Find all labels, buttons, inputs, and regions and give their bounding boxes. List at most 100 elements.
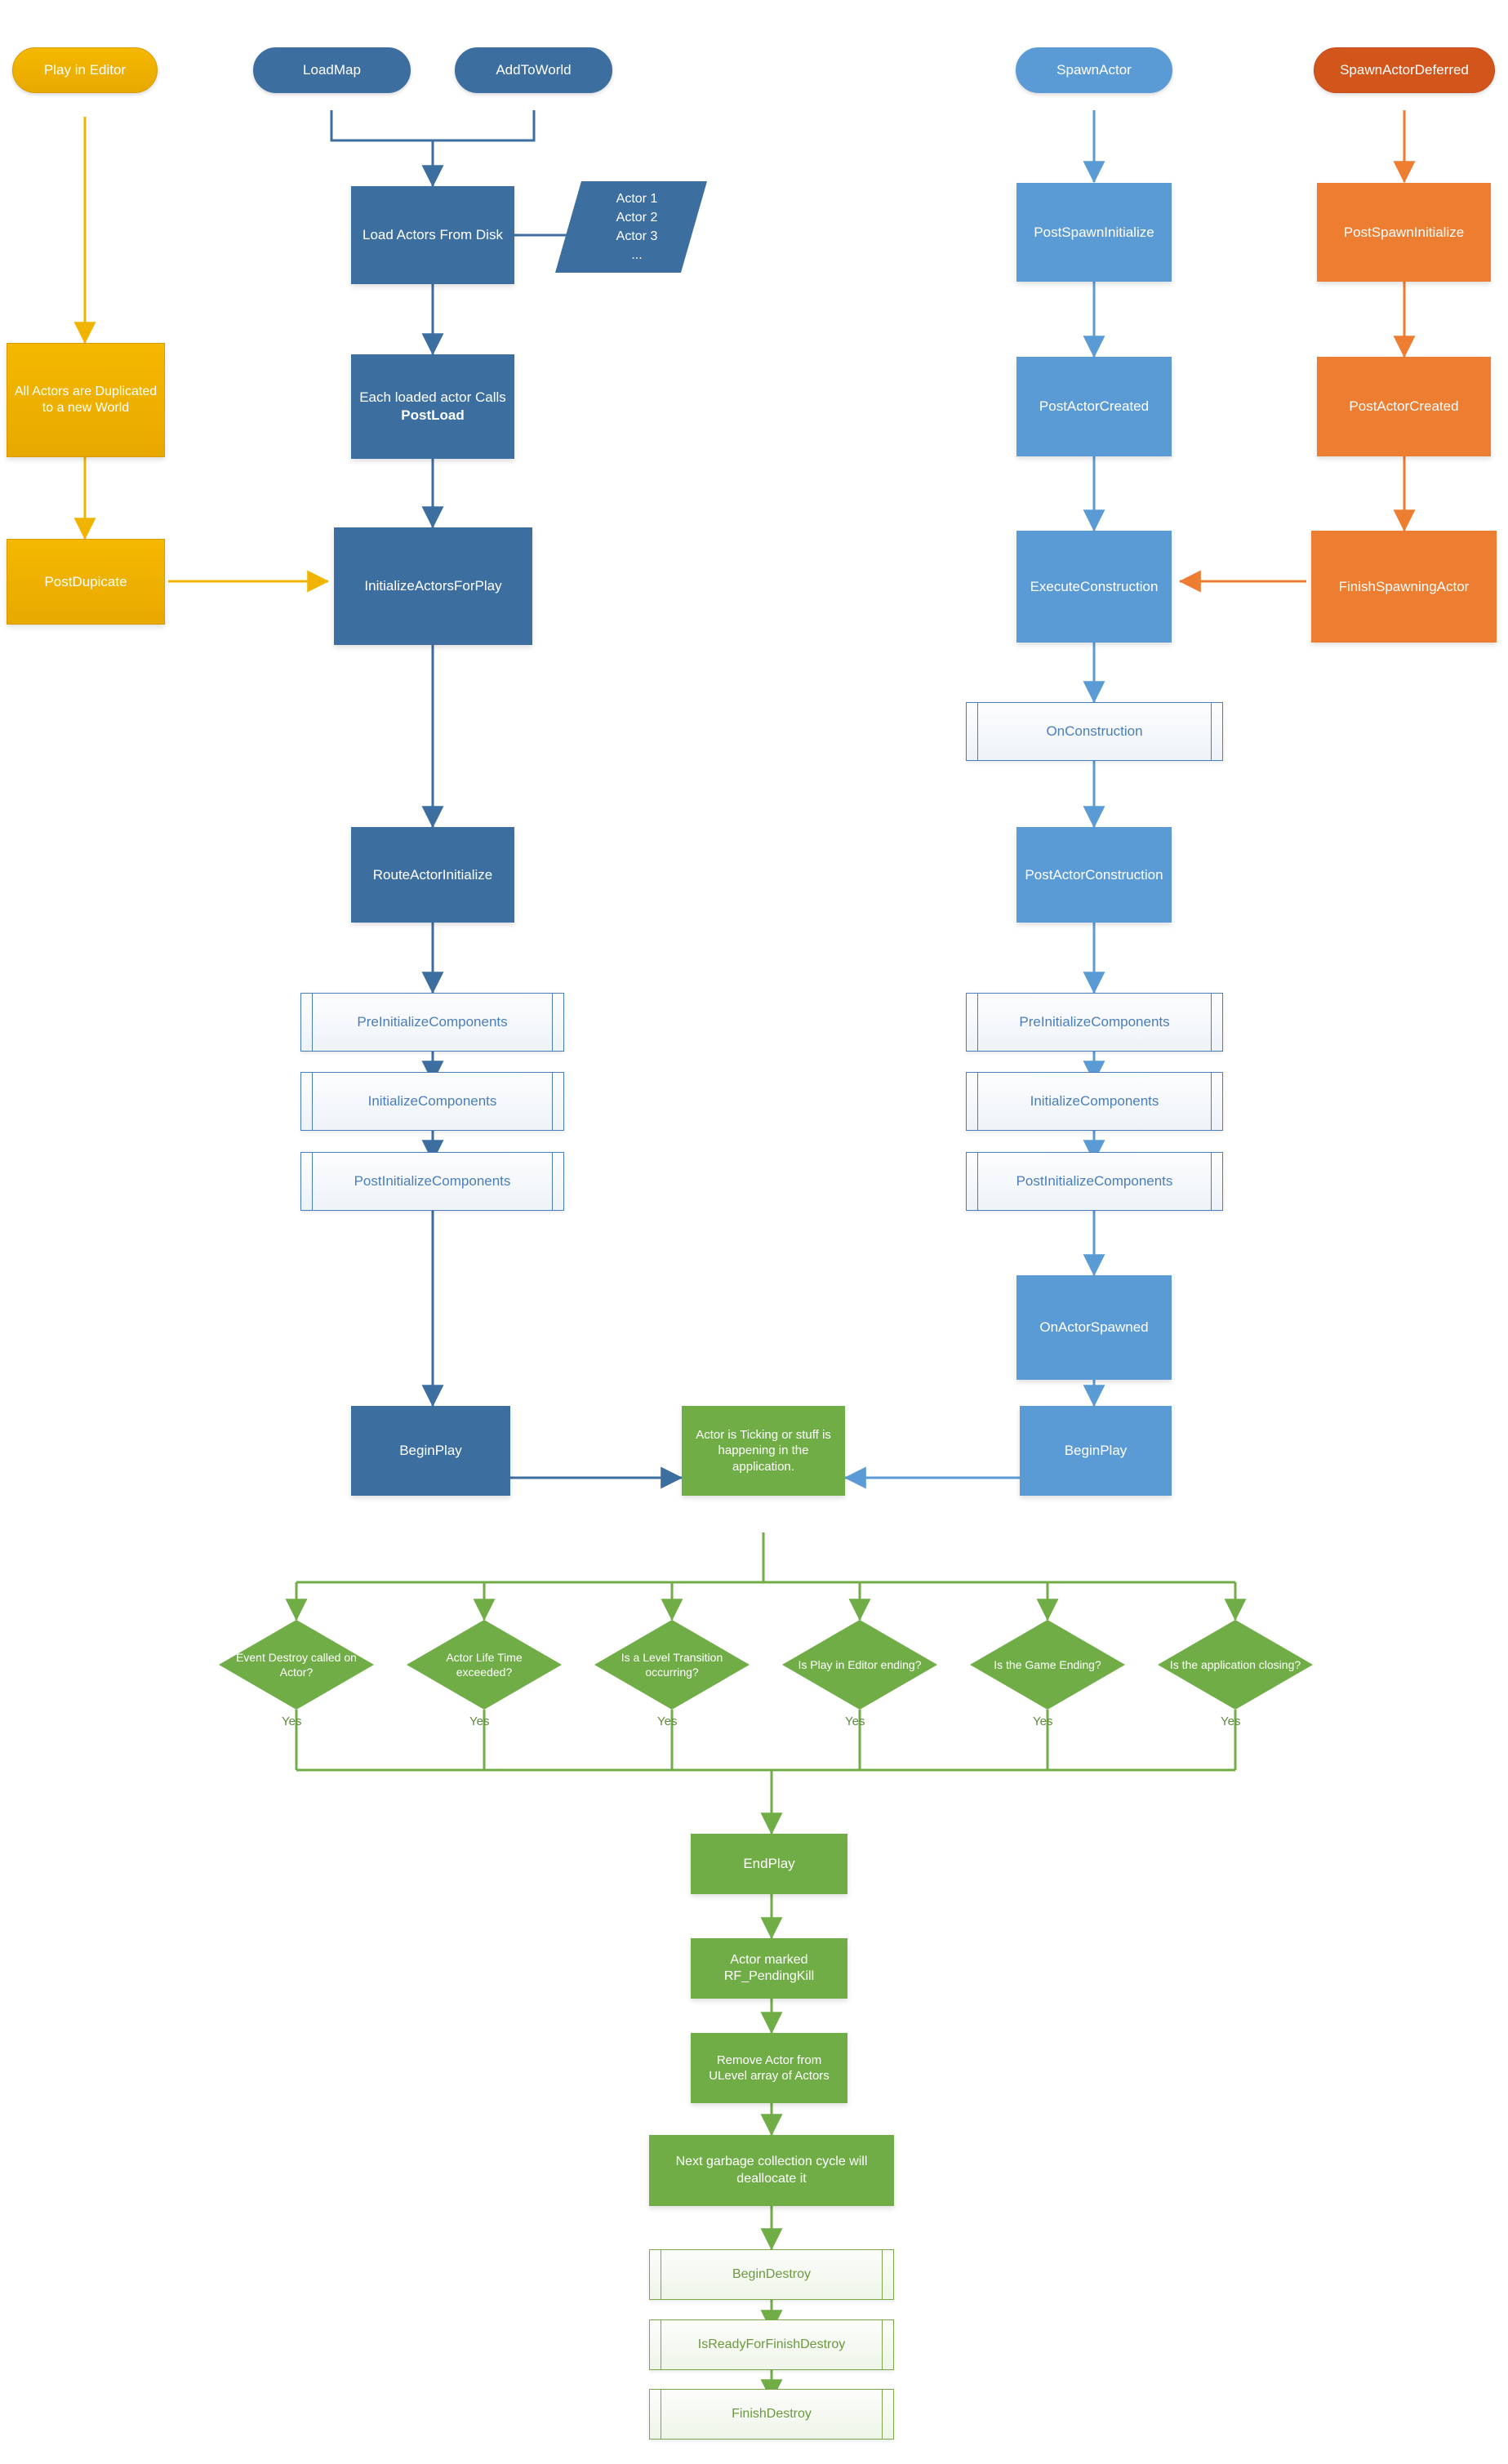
actor-list-line-1: Actor 1 bbox=[616, 191, 658, 206]
node-next-gc-cycle-label: Next garbage collection cycle will deall… bbox=[675, 2155, 868, 2186]
node-spawn-actor-label: SpawnActor bbox=[1056, 62, 1132, 78]
diamond-shape bbox=[407, 1620, 562, 1710]
node-add-to-world-label: AddToWorld bbox=[496, 62, 572, 78]
node-post-actor-construction[interactable]: PostActorConstruction bbox=[1016, 827, 1172, 923]
node-initialize-actors-for-play[interactable]: InitializeActorsForPlay bbox=[334, 527, 532, 645]
edge-label-yes-game-ending: Yes bbox=[1033, 1715, 1053, 1728]
node-begin-play-left[interactable]: BeginPlay bbox=[351, 1406, 510, 1496]
node-finish-spawning-actor[interactable]: FinishSpawningActor bbox=[1311, 531, 1497, 643]
node-actor-is-ticking-label: Actor is Ticking or stuff is happening i… bbox=[696, 1428, 831, 1474]
pred-bar-right bbox=[1211, 1153, 1212, 1210]
node-post-initialize-components-left[interactable]: PostInitializeComponents bbox=[300, 1152, 564, 1211]
node-post-actor-created-blue[interactable]: PostActorCreated bbox=[1016, 357, 1172, 456]
node-begin-destroy[interactable]: BeginDestroy bbox=[649, 2249, 894, 2300]
node-next-gc-cycle[interactable]: Next garbage collection cycle will deall… bbox=[649, 2135, 894, 2206]
node-pre-initialize-components-left-label: PreInitializeComponents bbox=[357, 1014, 508, 1030]
edge-label-yes-level-transition: Yes bbox=[657, 1715, 678, 1728]
node-route-actor-initialize[interactable]: RouteActorInitialize bbox=[351, 827, 514, 923]
node-end-play[interactable]: EndPlay bbox=[691, 1834, 847, 1894]
actor-list-line-2: Actor 2 bbox=[616, 210, 658, 225]
pred-bar-left bbox=[977, 1153, 978, 1210]
node-execute-construction[interactable]: ExecuteConstruction bbox=[1016, 531, 1172, 643]
node-is-ready-for-finish-destroy[interactable]: IsReadyForFinishDestroy bbox=[649, 2319, 894, 2370]
decision-level-transition[interactable]: Is a Level Transition occurring? bbox=[594, 1620, 750, 1710]
node-execute-construction-label: ExecuteConstruction bbox=[1030, 578, 1159, 594]
node-begin-play-right[interactable]: BeginPlay bbox=[1020, 1406, 1172, 1496]
node-actor-marked-pending-kill-label: Actor marked RF_PendingKill bbox=[723, 1952, 815, 1983]
decision-application-closing-label: Is the application closing? bbox=[1169, 1657, 1301, 1671]
pred-bar-left bbox=[312, 1153, 313, 1210]
node-post-actor-created-blue-label: PostActorCreated bbox=[1039, 398, 1150, 415]
pred-bar-right bbox=[1211, 703, 1212, 760]
node-on-actor-spawned[interactable]: OnActorSpawned bbox=[1016, 1275, 1172, 1380]
node-post-spawn-initialize-blue-label: PostSpawnInitialize bbox=[1034, 224, 1154, 240]
actor-list-line-4: ... bbox=[631, 248, 643, 263]
node-finish-destroy-label: FinishDestroy bbox=[732, 2406, 812, 2421]
node-load-actors-from-disk-box[interactable]: Load Actors From Disk bbox=[351, 186, 514, 284]
node-post-duplicate[interactable]: PostDupicate bbox=[7, 539, 165, 625]
node-actor-marked-pending-kill[interactable]: Actor marked RF_PendingKill bbox=[691, 1938, 847, 1999]
node-load-map-label: LoadMap bbox=[303, 62, 361, 78]
node-post-initialize-components-right[interactable]: PostInitializeComponents bbox=[966, 1152, 1223, 1211]
diamond-shape bbox=[594, 1620, 750, 1710]
node-actor-is-ticking[interactable]: Actor is Ticking or stuff is happening i… bbox=[682, 1406, 845, 1496]
node-pre-initialize-components-left[interactable]: PreInitializeComponents bbox=[300, 993, 564, 1052]
decision-application-closing[interactable]: Is the application closing? bbox=[1158, 1620, 1313, 1710]
node-remove-actor-from-ulevel[interactable]: Remove Actor from ULevel array of Actors bbox=[691, 2033, 847, 2103]
node-play-in-editor-label: Play in Editor bbox=[43, 62, 127, 78]
pred-bar-right bbox=[1211, 1073, 1212, 1130]
node-post-actor-created-orange-label: PostActorCreated bbox=[1349, 398, 1459, 415]
pred-bar-right bbox=[552, 1153, 553, 1210]
node-play-in-editor[interactable]: Play in Editor bbox=[12, 47, 158, 93]
node-end-play-label: EndPlay bbox=[743, 1856, 795, 1872]
node-post-spawn-initialize-blue[interactable]: PostSpawnInitialize bbox=[1016, 183, 1172, 282]
node-each-loaded-actor-postload[interactable]: Each loaded actor Calls PostLoad bbox=[351, 354, 514, 459]
node-spawn-actor-deferred[interactable]: SpawnActorDeferred bbox=[1314, 47, 1495, 93]
pred-bar-right bbox=[882, 2320, 883, 2369]
node-actor-list-text: Actor 1 Actor 2 Actor 3 ... bbox=[555, 181, 707, 273]
node-all-actors-duplicated[interactable]: All Actors are Duplicated to a new World bbox=[7, 343, 165, 457]
decision-game-ending[interactable]: Is the Game Ending? bbox=[970, 1620, 1125, 1710]
decision-level-transition-label: Is a Level Transition occurring? bbox=[621, 1650, 723, 1679]
node-pre-initialize-components-right[interactable]: PreInitializeComponents bbox=[966, 993, 1223, 1052]
decision-actor-life-time-label: Actor Life Time exceeded? bbox=[446, 1650, 523, 1679]
node-on-construction[interactable]: OnConstruction bbox=[966, 702, 1223, 761]
node-post-actor-created-orange[interactable]: PostActorCreated bbox=[1317, 357, 1491, 456]
node-load-map[interactable]: LoadMap bbox=[253, 47, 411, 93]
node-actor-list[interactable]: Actor 1 Actor 2 Actor 3 ... bbox=[555, 181, 707, 273]
diamond-shape bbox=[970, 1620, 1125, 1710]
postload-bold: PostLoad bbox=[401, 407, 465, 423]
node-each-loaded-actor-postload-label: Each loaded actor Calls PostLoad bbox=[352, 389, 514, 425]
node-route-actor-initialize-label: RouteActorInitialize bbox=[372, 866, 493, 883]
decision-event-destroy[interactable]: Event Destroy called on Actor? bbox=[219, 1620, 374, 1710]
node-post-initialize-components-left-label: PostInitializeComponents bbox=[354, 1173, 511, 1190]
actor-list-line-3: Actor 3 bbox=[616, 229, 658, 243]
pred-bar-left bbox=[977, 703, 978, 760]
pred-bar-left bbox=[312, 1073, 313, 1130]
pred-bar-left bbox=[977, 994, 978, 1051]
node-load-actors-from-disk-label: Load Actors From Disk bbox=[363, 227, 503, 243]
node-initialize-components-right[interactable]: InitializeComponents bbox=[966, 1072, 1223, 1131]
decision-actor-life-time[interactable]: Actor Life Time exceeded? bbox=[407, 1620, 562, 1710]
pred-bar-right bbox=[882, 2390, 883, 2439]
node-initialize-components-right-label: InitializeComponents bbox=[1030, 1093, 1159, 1110]
node-post-spawn-initialize-orange[interactable]: PostSpawnInitialize bbox=[1317, 183, 1491, 282]
pred-bar-left bbox=[312, 994, 313, 1051]
node-initialize-actors-for-play-label: InitializeActorsForPlay bbox=[364, 578, 502, 594]
decision-event-destroy-label: Event Destroy called on Actor? bbox=[236, 1650, 357, 1679]
node-add-to-world[interactable]: AddToWorld bbox=[455, 47, 612, 93]
pred-bar-left bbox=[977, 1073, 978, 1130]
decision-pie-ending[interactable]: Is Play in Editor ending? bbox=[782, 1620, 937, 1710]
pred-bar-right bbox=[882, 2250, 883, 2299]
node-post-actor-construction-label: PostActorConstruction bbox=[1025, 866, 1163, 883]
node-spawn-actor[interactable]: SpawnActor bbox=[1016, 47, 1172, 93]
node-finish-spawning-actor-label: FinishSpawningActor bbox=[1338, 578, 1470, 594]
node-finish-destroy[interactable]: FinishDestroy bbox=[649, 2389, 894, 2440]
node-initialize-components-left[interactable]: InitializeComponents bbox=[300, 1072, 564, 1131]
node-post-spawn-initialize-orange-label: PostSpawnInitialize bbox=[1343, 224, 1465, 240]
node-post-duplicate-label: PostDupicate bbox=[44, 573, 127, 589]
edge-label-yes-event-destroy: Yes bbox=[282, 1715, 302, 1728]
edge-label-yes-application-closing: Yes bbox=[1221, 1715, 1241, 1728]
node-spawn-actor-deferred-label: SpawnActorDeferred bbox=[1340, 62, 1469, 78]
